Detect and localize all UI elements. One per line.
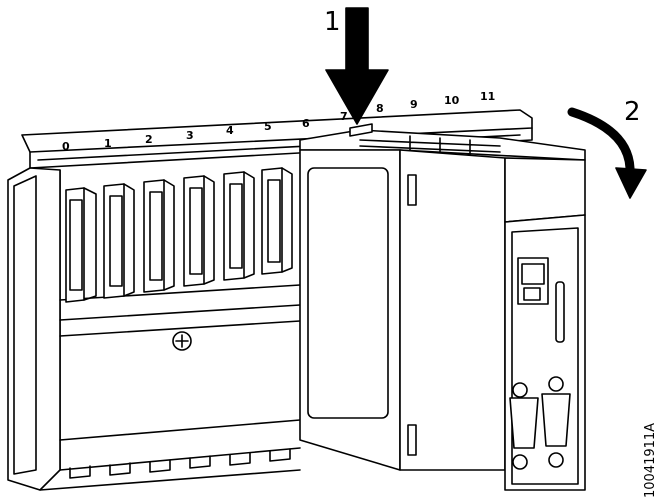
slot-number: 9	[410, 98, 418, 111]
step-1-label: 1	[324, 7, 341, 37]
slot-connector	[261, 167, 293, 275]
backplane-rack	[7, 109, 533, 491]
slot-number: 5	[264, 120, 272, 133]
slot-number: 4	[226, 124, 234, 137]
slot-number: 11	[480, 90, 495, 103]
slot-number: 10	[444, 94, 460, 107]
arrow-2-icon	[567, 107, 647, 199]
slot-number: 0	[62, 140, 70, 153]
step-2-label: 2	[624, 97, 641, 127]
slot-number: 1	[104, 137, 112, 150]
slot-number: 2	[145, 133, 153, 146]
cpu-module	[299, 123, 586, 491]
arrow-1-icon	[325, 7, 389, 125]
slot-number: 8	[376, 102, 384, 115]
figure-reference-code: 10041911A	[643, 423, 658, 498]
slot-connector	[103, 183, 135, 299]
slot-number: 3	[186, 129, 194, 142]
slot-connector	[183, 175, 215, 287]
slot-number-labels: 0 1 2 3 4 5 6 7 8 9 10 11	[62, 90, 495, 153]
slot-connector	[65, 187, 97, 303]
slot-number: 7	[340, 110, 348, 123]
slot-connector	[143, 179, 175, 293]
slot-connector	[223, 171, 255, 281]
slot-number: 6	[302, 117, 310, 130]
slot-connectors	[65, 167, 293, 303]
